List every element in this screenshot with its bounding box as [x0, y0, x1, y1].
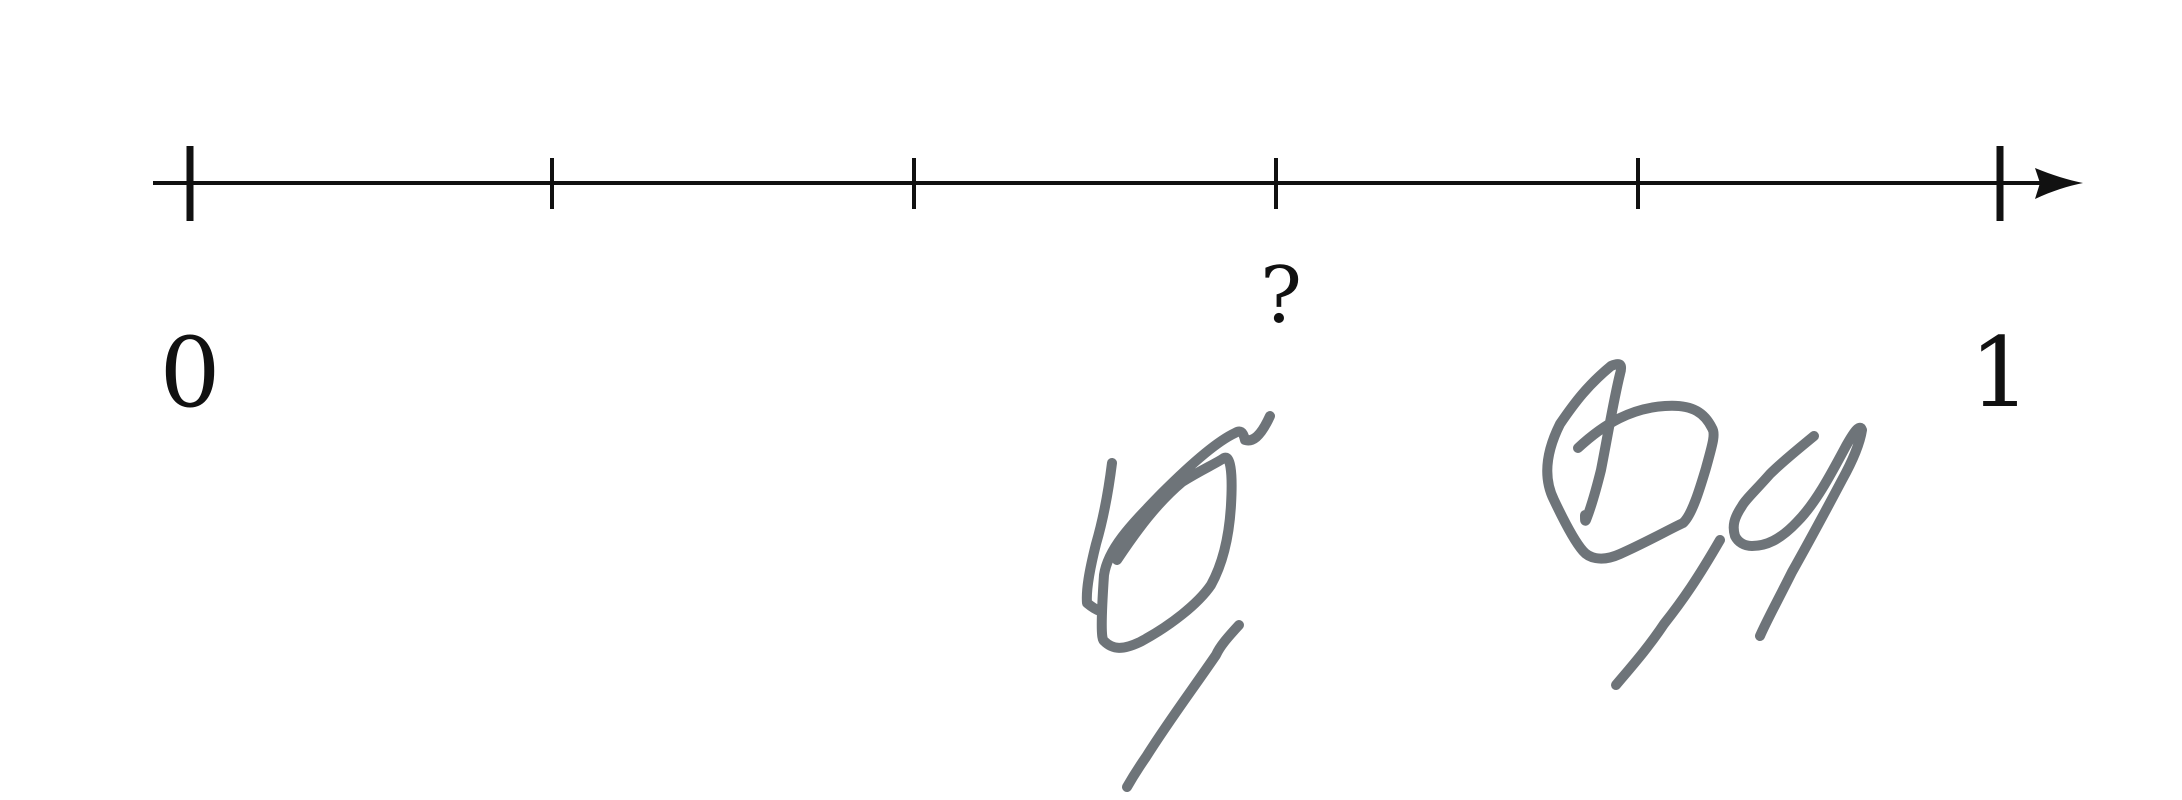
label-unknown: ? — [1260, 251, 1302, 341]
handwritten-left-group — [1081, 411, 1275, 792]
number-line-arrowhead — [2035, 168, 2083, 199]
handwritten-right-group — [1542, 359, 1867, 690]
handwritten-answer — [1081, 359, 1867, 792]
label-zero: 0 — [159, 317, 220, 429]
label-one: 1 — [1969, 317, 2030, 429]
number-line-ticks — [186, 146, 2004, 221]
